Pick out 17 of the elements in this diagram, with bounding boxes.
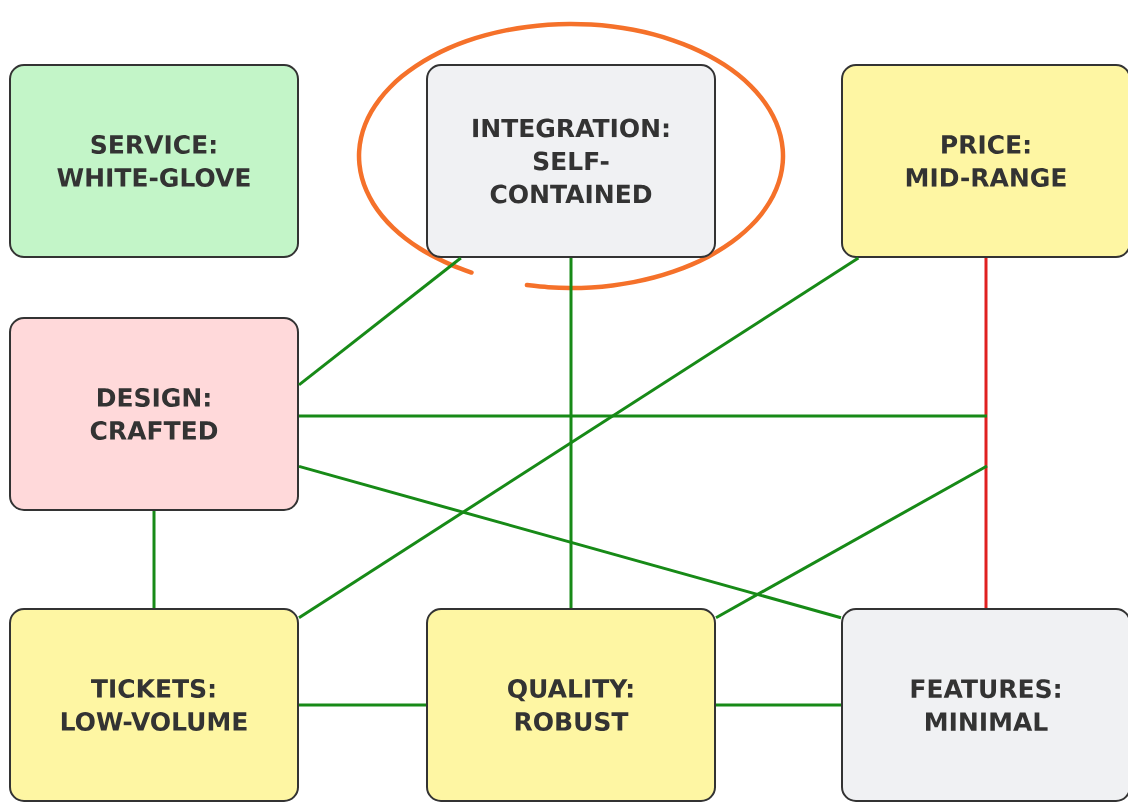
label-box: TICKETS: LOW-VOLUME bbox=[9, 608, 299, 802]
label-box: INTEGRATION: SELF-CONTAINED bbox=[426, 64, 716, 258]
connector-line bbox=[298, 256, 462, 387]
label-box: SERVICE: WHITE-GLOVE bbox=[9, 64, 299, 258]
label-box: FEATURES: MINIMAL bbox=[841, 608, 1128, 802]
connector-line bbox=[299, 414, 987, 418]
connector-line bbox=[569, 258, 573, 608]
label-box: PRICE: MID-RANGE bbox=[841, 64, 1128, 258]
connector-line bbox=[298, 256, 860, 619]
label-box: DESIGN: CRAFTED bbox=[9, 317, 299, 511]
connector-line bbox=[984, 258, 988, 608]
connector-line bbox=[298, 464, 842, 620]
connector-line bbox=[299, 703, 426, 707]
connector-line bbox=[716, 703, 841, 707]
connector-line bbox=[715, 464, 988, 619]
connector-line bbox=[152, 511, 156, 608]
label-box: QUALITY: ROBUST bbox=[426, 608, 716, 802]
